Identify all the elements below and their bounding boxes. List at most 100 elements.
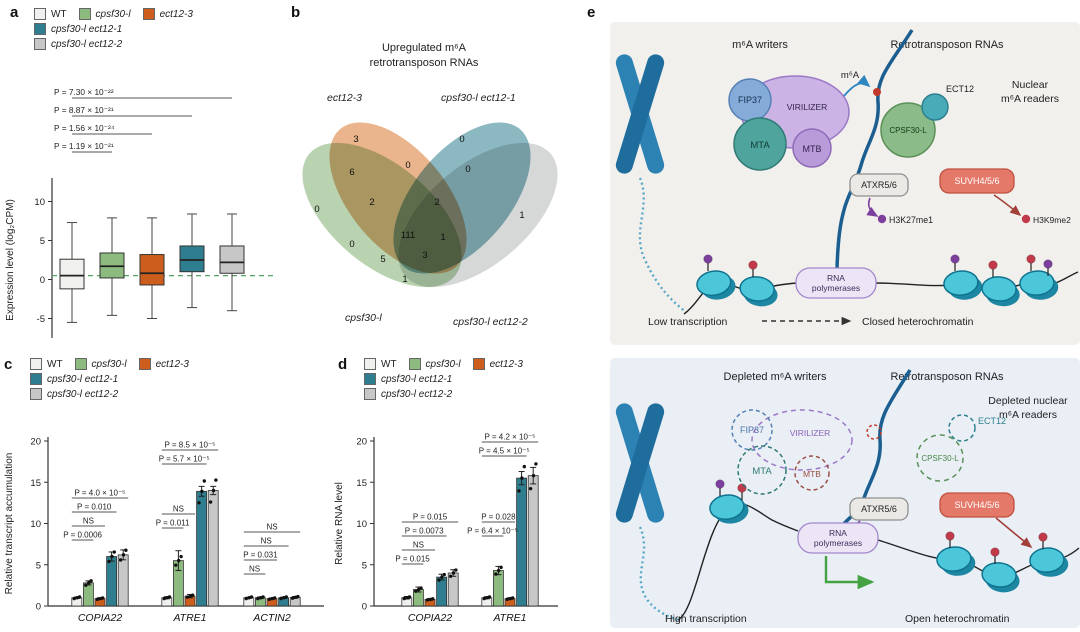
h3k27me1-mark-icon	[703, 254, 713, 272]
high-transcription-arrow	[824, 556, 875, 590]
bar	[527, 475, 539, 607]
y-tick-label: 10	[356, 519, 367, 530]
panel-label-a: a	[10, 4, 19, 21]
data-point	[167, 595, 172, 599]
cpsf30l-protein	[880, 102, 936, 158]
data-point	[89, 579, 93, 583]
model-open-heterochromatin: Depleted m⁶A writers Retrotransposon RNA…	[610, 358, 1080, 628]
data-point	[162, 596, 166, 601]
category-label: ATRE1	[492, 612, 526, 624]
fip37-label: FIP37	[740, 425, 764, 435]
suvh-arrow	[995, 517, 1033, 549]
data-point	[407, 595, 412, 599]
closed-heterochromatin-label: Closed heterochromatin	[862, 316, 974, 328]
y-tick-label: 5	[362, 560, 367, 571]
y-tick-label: 15	[356, 478, 367, 489]
model-closed-heterochromatin: m⁶A writers Retrotransposon RNAs RNA	[610, 22, 1080, 345]
panel-label-e: e	[587, 4, 596, 21]
virilizer-label: VIRILIZER	[790, 428, 831, 438]
panel-label-d: d	[338, 356, 348, 373]
rna-polymerases-label: polymerases	[812, 283, 860, 293]
suvh456-label: SUVH4/5/6	[954, 500, 999, 510]
y-axis-title: Expression level (log₂CPM)	[5, 199, 16, 321]
legend-item: cpsf30-l ect12-2	[364, 388, 452, 400]
p-value-label: P = 0.031	[243, 551, 278, 560]
legend-label: WT	[47, 358, 63, 370]
data-point	[487, 595, 492, 599]
nucleosome-icon	[707, 491, 751, 528]
y-tick-label: 10	[30, 519, 41, 530]
legend-swatch	[30, 358, 42, 370]
h3k9me2-label: H3K9me2	[1033, 215, 1071, 225]
h3k9me2-dot-icon	[1021, 214, 1031, 224]
data-point	[437, 578, 441, 582]
p-value-label: P = 6.4 × 10⁻⁵	[467, 527, 518, 536]
legend-item: ect12-3	[472, 358, 523, 370]
data-point	[211, 488, 216, 493]
bar	[516, 477, 528, 607]
legend-swatch	[138, 358, 151, 370]
nucleosome-icon	[941, 268, 985, 303]
data-point	[179, 554, 183, 559]
legend-label: cpsf30-l ect12-2	[51, 38, 123, 50]
category-label: COPIA22	[78, 612, 123, 624]
suvh456-box	[939, 492, 1015, 518]
venn-title-line1: Upregulated m⁶A	[381, 42, 466, 54]
legend-label: cpsf30-l ect12-2	[47, 388, 119, 400]
dna-coil	[638, 177, 687, 313]
p-value-label: P = 0.0006	[63, 531, 102, 540]
atxr56-box	[849, 173, 909, 197]
model-bottom-diagram: Depleted m⁶A writers Retrotransposon RNA…	[613, 369, 1080, 625]
legend-swatch	[408, 358, 421, 370]
legend-swatch	[364, 388, 376, 400]
nucleosome-icon	[1028, 545, 1070, 579]
open-heterochromatin-label: Open heterochromatin	[905, 613, 1010, 625]
h3k9me2-mark-icon	[945, 531, 955, 549]
h3k27me1-dot-icon	[877, 214, 887, 224]
rna-polymerases-pill	[797, 522, 879, 554]
bar	[207, 490, 219, 607]
data-point	[520, 476, 524, 480]
ect12-label: ECT12	[978, 416, 1006, 426]
legend-label: cpsf30-l	[95, 8, 131, 20]
legend-swatch	[34, 23, 46, 35]
p-value-label: NS	[261, 537, 272, 546]
y-tick-label: 0	[36, 602, 41, 613]
data-point	[95, 597, 100, 602]
legend-label: cpsf30-l ect12-2	[381, 388, 453, 400]
atxr56-label: ATXR5/6	[861, 504, 897, 514]
p-value-label: P = 4.0 × 10⁻⁵	[75, 489, 126, 498]
legend-item: ect12-3	[142, 8, 193, 20]
chromosome-icon	[613, 52, 667, 176]
p-value-label: P = 0.010	[77, 503, 112, 512]
bar	[106, 556, 117, 607]
venn-count: 0	[349, 239, 354, 250]
data-point	[202, 479, 206, 483]
data-point	[191, 593, 195, 597]
legend-item: cpsf30-l	[408, 358, 461, 370]
data-point	[279, 596, 283, 601]
h3k9me2-mark-icon	[990, 547, 1000, 565]
y-axis-title: Relative transcript accumulation	[4, 453, 15, 595]
data-point	[402, 596, 406, 601]
data-point	[185, 595, 190, 599]
data-point	[101, 596, 105, 600]
mtb-label: MTB	[803, 144, 822, 154]
data-point	[414, 589, 418, 593]
suvh456-label: SUVH4/5/6	[954, 176, 999, 186]
depleted-readers: ECT12 CPSF30-L	[916, 414, 1006, 482]
box	[219, 245, 245, 274]
p-value-label: P = 5.7 × 10⁻⁵	[159, 455, 210, 464]
y-tick-label: 10	[34, 197, 45, 208]
data-point	[174, 563, 178, 567]
nucleosome-icon	[935, 544, 978, 579]
data-point	[534, 462, 538, 466]
data-point	[451, 571, 456, 575]
data-point	[267, 597, 272, 602]
data-point	[208, 500, 213, 504]
p-value-label: P = 1.56 × 10⁻²⁴	[54, 123, 115, 133]
